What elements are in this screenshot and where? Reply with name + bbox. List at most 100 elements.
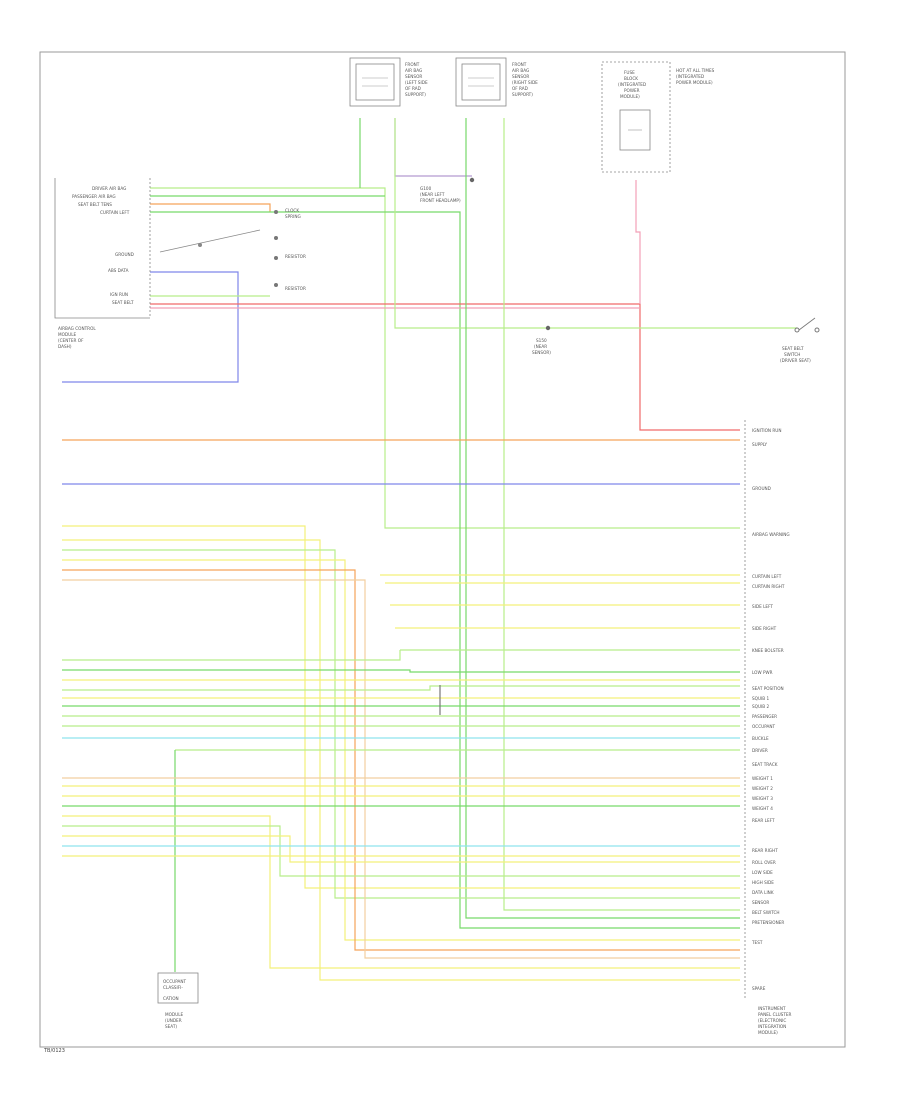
terminal-label: HIGH SIDE — [752, 880, 774, 885]
terminal-label: SUPPLY — [752, 442, 768, 447]
fuse-block-l4: MODULE) — [620, 94, 640, 99]
ocm-l0: OCCUPANT — [163, 979, 186, 984]
terminal-label: WEIGHT 4 — [752, 806, 773, 811]
splice-g100: G100 (NEAR LEFT FRONT HEADLAMP) — [420, 177, 475, 203]
splice-s150-l2: SENSOR) — [532, 350, 551, 355]
terminal-label: SIDE RIGHT — [752, 626, 777, 631]
wire-top-mid-2 — [503, 118, 740, 911]
acm-label-3: CURTAIN LEFT — [100, 210, 130, 215]
wire-g2-1 — [62, 650, 401, 661]
airbag-control-module: DRIVER AIR BAG PASSENGER AIR BAG SEAT BE… — [54, 178, 151, 349]
top-left-sensor: FRONT AIR BAG SENSOR (LEFT SIDE OF RAD S… — [349, 57, 428, 107]
wire-g1-5 — [62, 569, 740, 951]
ocm-l4: (UNDER — [165, 1018, 182, 1023]
icm-l3: INTEGRATION — [758, 1024, 786, 1029]
ocm-l2: CATION — [163, 996, 179, 1001]
wire-g2-4 — [62, 685, 740, 691]
terminal-label: WEIGHT 2 — [752, 786, 773, 791]
splice-s150: S150 (NEAR SENSOR) — [532, 325, 551, 355]
top-mid-sensor-l1: AIR BAG — [512, 68, 529, 73]
top-mid-sensor-l3: (RIGHT SIDE — [512, 80, 538, 85]
clock-spring-label-2: RESISTOR — [285, 254, 306, 259]
wire-g3-7 — [62, 835, 740, 863]
wire-top-left-2 — [394, 118, 472, 177]
wire-g1-3 — [62, 549, 740, 899]
icm-l4: MODULE) — [758, 1030, 778, 1035]
wire-g2-2 — [62, 669, 740, 673]
terminal-label: CURTAIN RIGHT — [752, 584, 785, 589]
wire-seatbelt-tens — [150, 203, 271, 212]
wire-layer — [62, 118, 797, 981]
fuse-block-l3: POWER — [624, 88, 640, 93]
instrument-cluster-module: INSTRUMENT PANEL CLUSTER (ELECTRONIC INT… — [744, 420, 792, 1035]
splice-g100-l2: FRONT HEADLAMP) — [420, 198, 461, 203]
acm-label-1: PASSENGER AIR BAG — [72, 194, 116, 199]
acm-label-4: GROUND — [115, 252, 134, 257]
splice-g100-l0: G100 — [420, 186, 432, 191]
seat-belt-switch-l1: SWITCH — [784, 352, 800, 357]
clock-spring-label-0: CLOCK — [285, 208, 299, 213]
occupant-classification-module: OCCUPANT CLASSIFI- CATION MODULE (UNDER … — [157, 972, 199, 1029]
acm-name-1: MODULE — [58, 332, 77, 337]
fuse-note-l0: HOT AT ALL TIMES — [676, 68, 715, 73]
terminal-label: SEAT POSITION — [752, 686, 784, 691]
acm-label-0: DRIVER AIR BAG — [92, 186, 126, 191]
seat-belt-switch-l0: SEAT BELT — [782, 346, 804, 351]
top-mid-sensor-l0: FRONT — [512, 62, 527, 67]
wire-g3-5 — [62, 815, 740, 969]
wire-g1-1 — [62, 525, 740, 889]
splice-g100-l1: (NEAR LEFT — [420, 192, 445, 197]
icm-l2: (ELECTRONIC — [758, 1018, 786, 1023]
top-left-sensor-l0: FRONT — [405, 62, 420, 67]
splice-s150-l1: (NEAR — [534, 344, 547, 349]
terminal-label: SENSOR — [752, 900, 769, 905]
top-left-sensor-l2: SENSOR — [405, 74, 422, 79]
terminal-label: DATA LINK — [752, 890, 774, 895]
terminal-label: ROLL OVER — [752, 860, 776, 865]
terminal-label: OCCUPANT — [752, 724, 775, 729]
ocm-l5: SEAT) — [165, 1024, 177, 1029]
terminal-label: CURTAIN LEFT — [752, 574, 782, 579]
fuse-block-l1: BLOCK — [624, 76, 638, 81]
terminal-label: TEST — [751, 940, 763, 945]
ocm-l3: MODULE — [165, 1012, 184, 1017]
acm-name-3: DASH) — [58, 344, 72, 349]
acm-name-2: (CENTER OF — [58, 338, 84, 343]
wire-seat-belt-switch — [394, 118, 797, 329]
top-mid-sensor: FRONT AIR BAG SENSOR (RIGHT SIDE OF RAD … — [455, 57, 538, 107]
icm-l0: INSTRUMENT — [758, 1006, 786, 1011]
terminal-label: AIRBAG WARNING — [752, 532, 790, 537]
splice-s150-l0: S150 — [536, 338, 547, 343]
wire-g3-6 — [62, 825, 740, 877]
terminal-label: SQUIB 1 — [752, 696, 769, 701]
diagram-frame — [39, 51, 846, 1048]
terminal-label: DRIVER — [752, 748, 768, 753]
terminal-label: PASSENGER — [752, 714, 777, 719]
fuse-block-l0: FUSE — [624, 70, 635, 75]
wire-driver-airbag — [150, 187, 740, 529]
wire-fuse-feed — [635, 180, 641, 304]
terminal-label: SPARE — [752, 986, 766, 991]
terminal-label: BUCKLE — [752, 736, 769, 741]
figure-id: TB/0123 — [43, 1048, 65, 1054]
wire-g1-2 — [62, 539, 740, 981]
clock-spring-label-3: RESISTOR — [285, 286, 306, 291]
top-mid-sensor-l2: SENSOR — [512, 74, 529, 79]
terminal-label: WEIGHT 1 — [752, 776, 773, 781]
ocm-l1: CLASSIFI- — [163, 985, 183, 990]
top-mid-sensor-l4: OF RAD — [512, 86, 528, 91]
terminal-label: SQUIB 2 — [752, 704, 769, 709]
fuse-block-l2: (INTEGRATED — [618, 82, 646, 87]
acm-label-2: SEAT BELT TENS — [78, 202, 112, 207]
fuse-note-l1: (INTEGRATED — [676, 74, 704, 79]
clock-spring-label-1: SPRING — [285, 214, 301, 219]
top-mid-sensor-l5: SUPPORT) — [512, 92, 533, 97]
terminal-label: KNEE BOLSTER — [752, 648, 784, 653]
fuse-note-l2: POWER MODULE) — [676, 80, 713, 85]
terminal-label: PRETENSIONER — [752, 920, 784, 925]
terminal-label: BELT SWITCH — [752, 910, 780, 915]
terminal-label: SIDE LEFT — [752, 604, 773, 609]
top-left-sensor-l4: OF RAD — [405, 86, 421, 91]
